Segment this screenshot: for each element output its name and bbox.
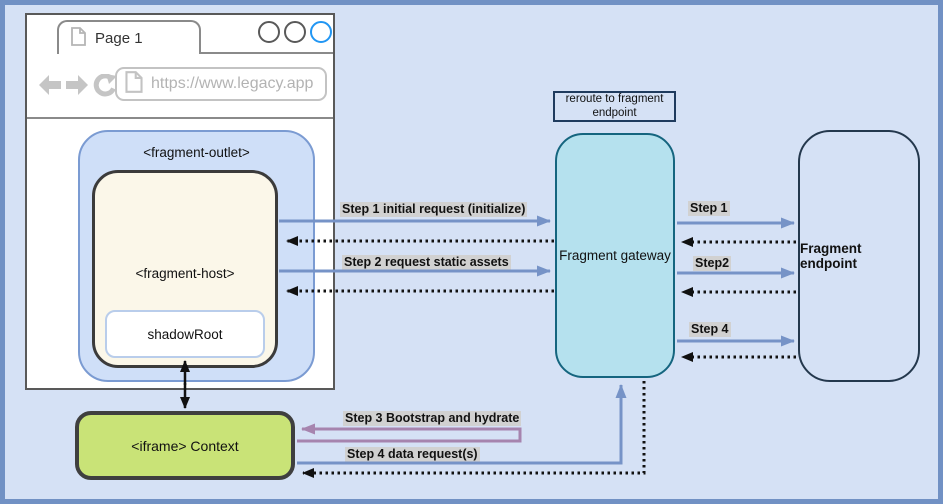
- label-step3-bootstrap: Step 3 Bootstrap and hydrate: [343, 411, 522, 426]
- iframe-context-label: <iframe> Context: [131, 437, 239, 454]
- fragment-host-label: <fragment-host>: [135, 266, 235, 281]
- iframe-context-box: <iframe> Context: [75, 411, 295, 480]
- fragment-host-box: <fragment-host> shadowRoot: [92, 170, 278, 368]
- window-control-circle-active: [310, 21, 332, 43]
- reroute-note: reroute to fragment endpoint: [553, 91, 676, 122]
- shadow-root-label: shadowRoot: [147, 326, 223, 342]
- browser-window: Page 1 https://www.legacy.app <fragment-…: [25, 13, 335, 390]
- window-control-circle: [284, 21, 306, 43]
- reroute-note-label: reroute to fragment endpoint: [565, 92, 664, 119]
- label-step4-right: Step 4: [689, 322, 731, 337]
- fragment-outlet-label: <fragment-outlet>: [143, 145, 250, 160]
- tab-title: Page 1: [95, 29, 143, 47]
- fragment-outlet-box: <fragment-outlet> <fragment-host> shadow…: [78, 130, 315, 382]
- browser-tab: Page 1: [57, 20, 201, 54]
- back-icon: [38, 73, 63, 102]
- url-text: https://www.legacy.app: [151, 75, 314, 92]
- label-step2-right: Step2: [693, 256, 732, 271]
- shadow-root-box: shadowRoot: [105, 310, 265, 358]
- fragment-gateway-box: Fragment gateway: [555, 133, 675, 378]
- label-step4-data-request: Step 4 data request(s): [345, 447, 480, 462]
- label-step2-static-assets: Step 2 request static assets: [342, 255, 511, 270]
- refresh-icon: [93, 73, 117, 102]
- page-icon: [71, 26, 86, 50]
- tab-divider: [201, 52, 333, 54]
- window-control-circle: [258, 21, 280, 43]
- fragment-endpoint-box: Fragment endpoint: [798, 130, 920, 382]
- label-step1-right: Step 1: [688, 201, 730, 216]
- toolbar-divider: [27, 117, 333, 119]
- page-icon: [125, 70, 143, 98]
- forward-icon: [64, 73, 89, 102]
- fragment-gateway-label: Fragment gateway: [559, 248, 671, 263]
- fragment-endpoint-label: Fragment endpoint: [800, 241, 862, 271]
- url-bar: https://www.legacy.app: [115, 67, 327, 101]
- label-step1-initial-request: Step 1 initial request (initialize): [340, 202, 528, 217]
